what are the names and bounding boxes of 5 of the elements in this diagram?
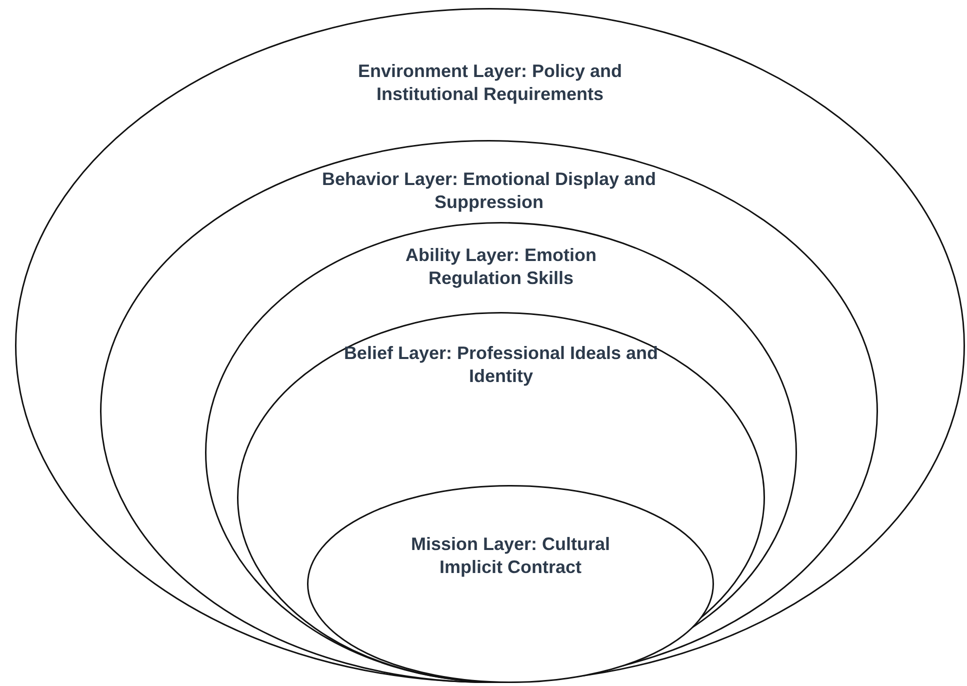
layer-label: Behavior Layer: Emotional Display and Suppression — [320, 168, 658, 214]
layer-label: Mission Layer: Cultural Implicit Contract — [410, 533, 612, 580]
layer-label: Environment Layer: Policy and Institutional Requirements — [356, 60, 624, 106]
layer-label: Belief Layer: Professional Ideals and Identity — [342, 342, 660, 388]
layer-label: Ability Layer: Emotion Regulation Skills — [404, 244, 598, 290]
